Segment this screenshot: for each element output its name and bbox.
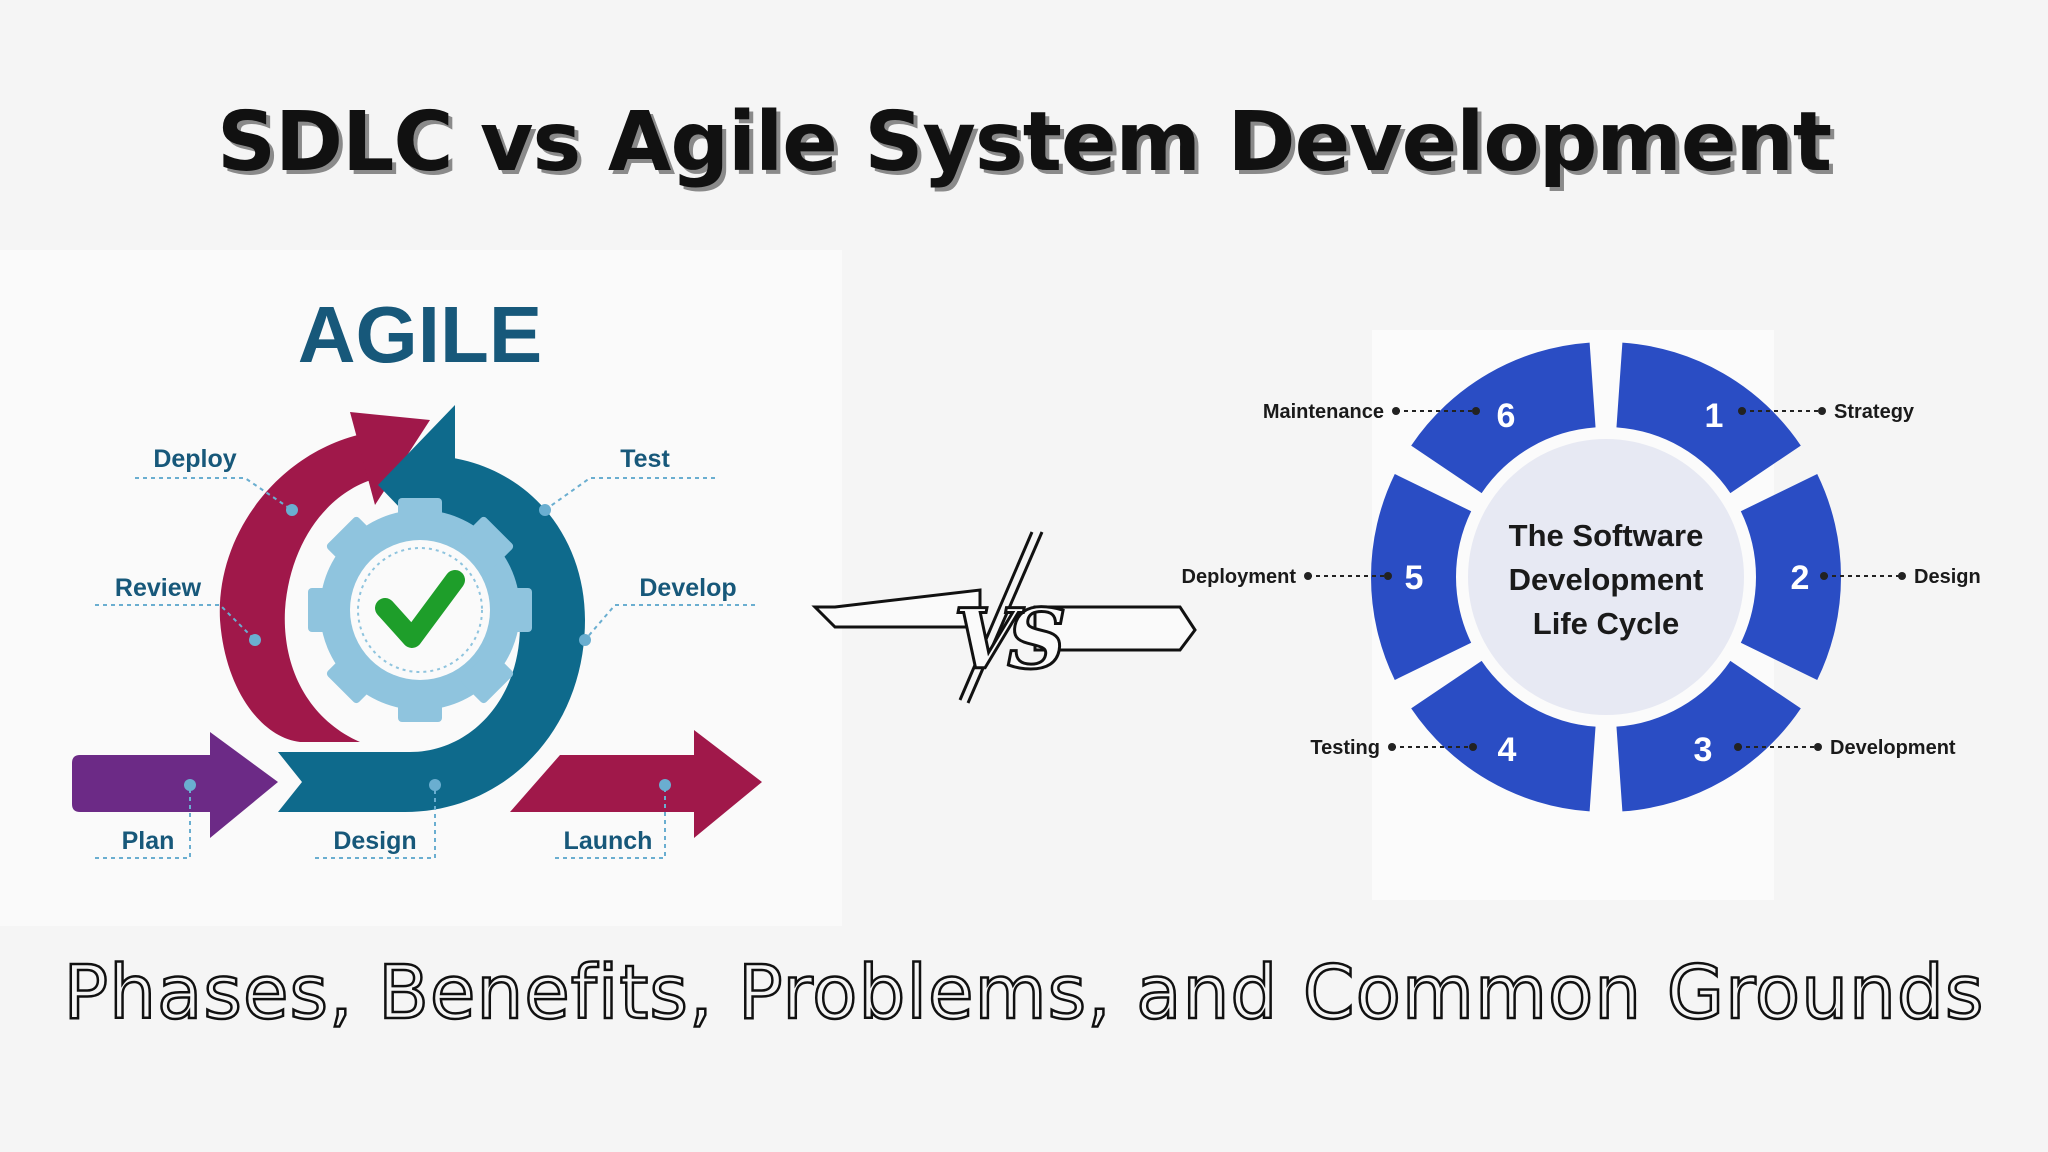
sdlc-center-line-2: Development xyxy=(1509,562,1704,597)
agile-label-design: Design xyxy=(333,827,416,855)
subtitle: Phases, Benefits, Problems, and Common G… xyxy=(62,949,1985,1038)
agile-label-review: Review xyxy=(115,574,202,602)
sdlc-label-testing: Testing xyxy=(1310,737,1380,759)
vs-graphic xyxy=(811,531,1197,704)
sdlc-label-strategy: Strategy xyxy=(1834,401,1915,423)
main-title: SDLC vs Agile System Development xyxy=(216,95,1832,190)
sdlc-center-line-1: The Software xyxy=(1509,518,1704,553)
vs-right-bar xyxy=(1033,605,1197,652)
sdlc-leaders xyxy=(1308,410,1902,748)
agile-crimson-arc xyxy=(219,430,398,742)
gear-icon xyxy=(308,498,532,722)
agile-heading: AGILE xyxy=(298,290,542,379)
sdlc-wheel xyxy=(1371,342,1841,812)
agile-plan-arrow xyxy=(72,732,278,838)
checkmark-icon xyxy=(375,570,465,648)
vs-left-bar xyxy=(811,588,982,629)
sdlc-number-6: 6 xyxy=(1497,397,1516,435)
sdlc-number-4: 4 xyxy=(1498,731,1517,769)
agile-label-launch: Launch xyxy=(564,827,653,855)
sdlc-center-circle xyxy=(1468,439,1744,715)
agile-launch-arrow xyxy=(510,730,762,838)
sdlc-label-development: Development xyxy=(1830,737,1956,759)
sdlc-segment-1 xyxy=(1616,342,1801,494)
vs-slash xyxy=(966,531,1044,704)
agile-label-develop: Develop xyxy=(639,574,736,602)
agile-crimson-arrowhead xyxy=(350,412,430,505)
sdlc-center-line-3: Life Cycle xyxy=(1533,606,1679,641)
agile-label-deploy: Deploy xyxy=(153,445,236,473)
sdlc-segment-2 xyxy=(1740,473,1841,681)
agile-design-arrowhead xyxy=(278,752,318,812)
gear-dotted-ring xyxy=(357,547,483,673)
sdlc-label-maintenance: Maintenance xyxy=(1263,401,1384,423)
sdlc-label-deployment: Deployment xyxy=(1182,566,1297,588)
sdlc-segment-3 xyxy=(1616,660,1801,812)
sdlc-number-3: 3 xyxy=(1694,731,1713,769)
sdlc-segment-4 xyxy=(1411,660,1596,812)
agile-connectors xyxy=(95,477,755,859)
agile-label-test: Test xyxy=(620,445,670,473)
sdlc-leader-dots xyxy=(1304,407,1906,751)
gear-inner-circle xyxy=(350,540,490,680)
vs-slash-2 xyxy=(958,531,1034,701)
agile-connector-dots xyxy=(184,504,671,791)
sdlc-number-5: 5 xyxy=(1405,559,1424,597)
sdlc-label-design: Design xyxy=(1914,566,1981,588)
sdlc-number-1: 1 xyxy=(1705,397,1724,435)
sdlc-segment-6 xyxy=(1411,342,1596,494)
sdlc-segment-5 xyxy=(1371,473,1472,681)
vs-text: VS xyxy=(954,592,1064,688)
sdlc-number-2: 2 xyxy=(1791,559,1810,597)
agile-teal-arc xyxy=(300,455,585,812)
agile-label-plan: Plan xyxy=(122,827,175,855)
